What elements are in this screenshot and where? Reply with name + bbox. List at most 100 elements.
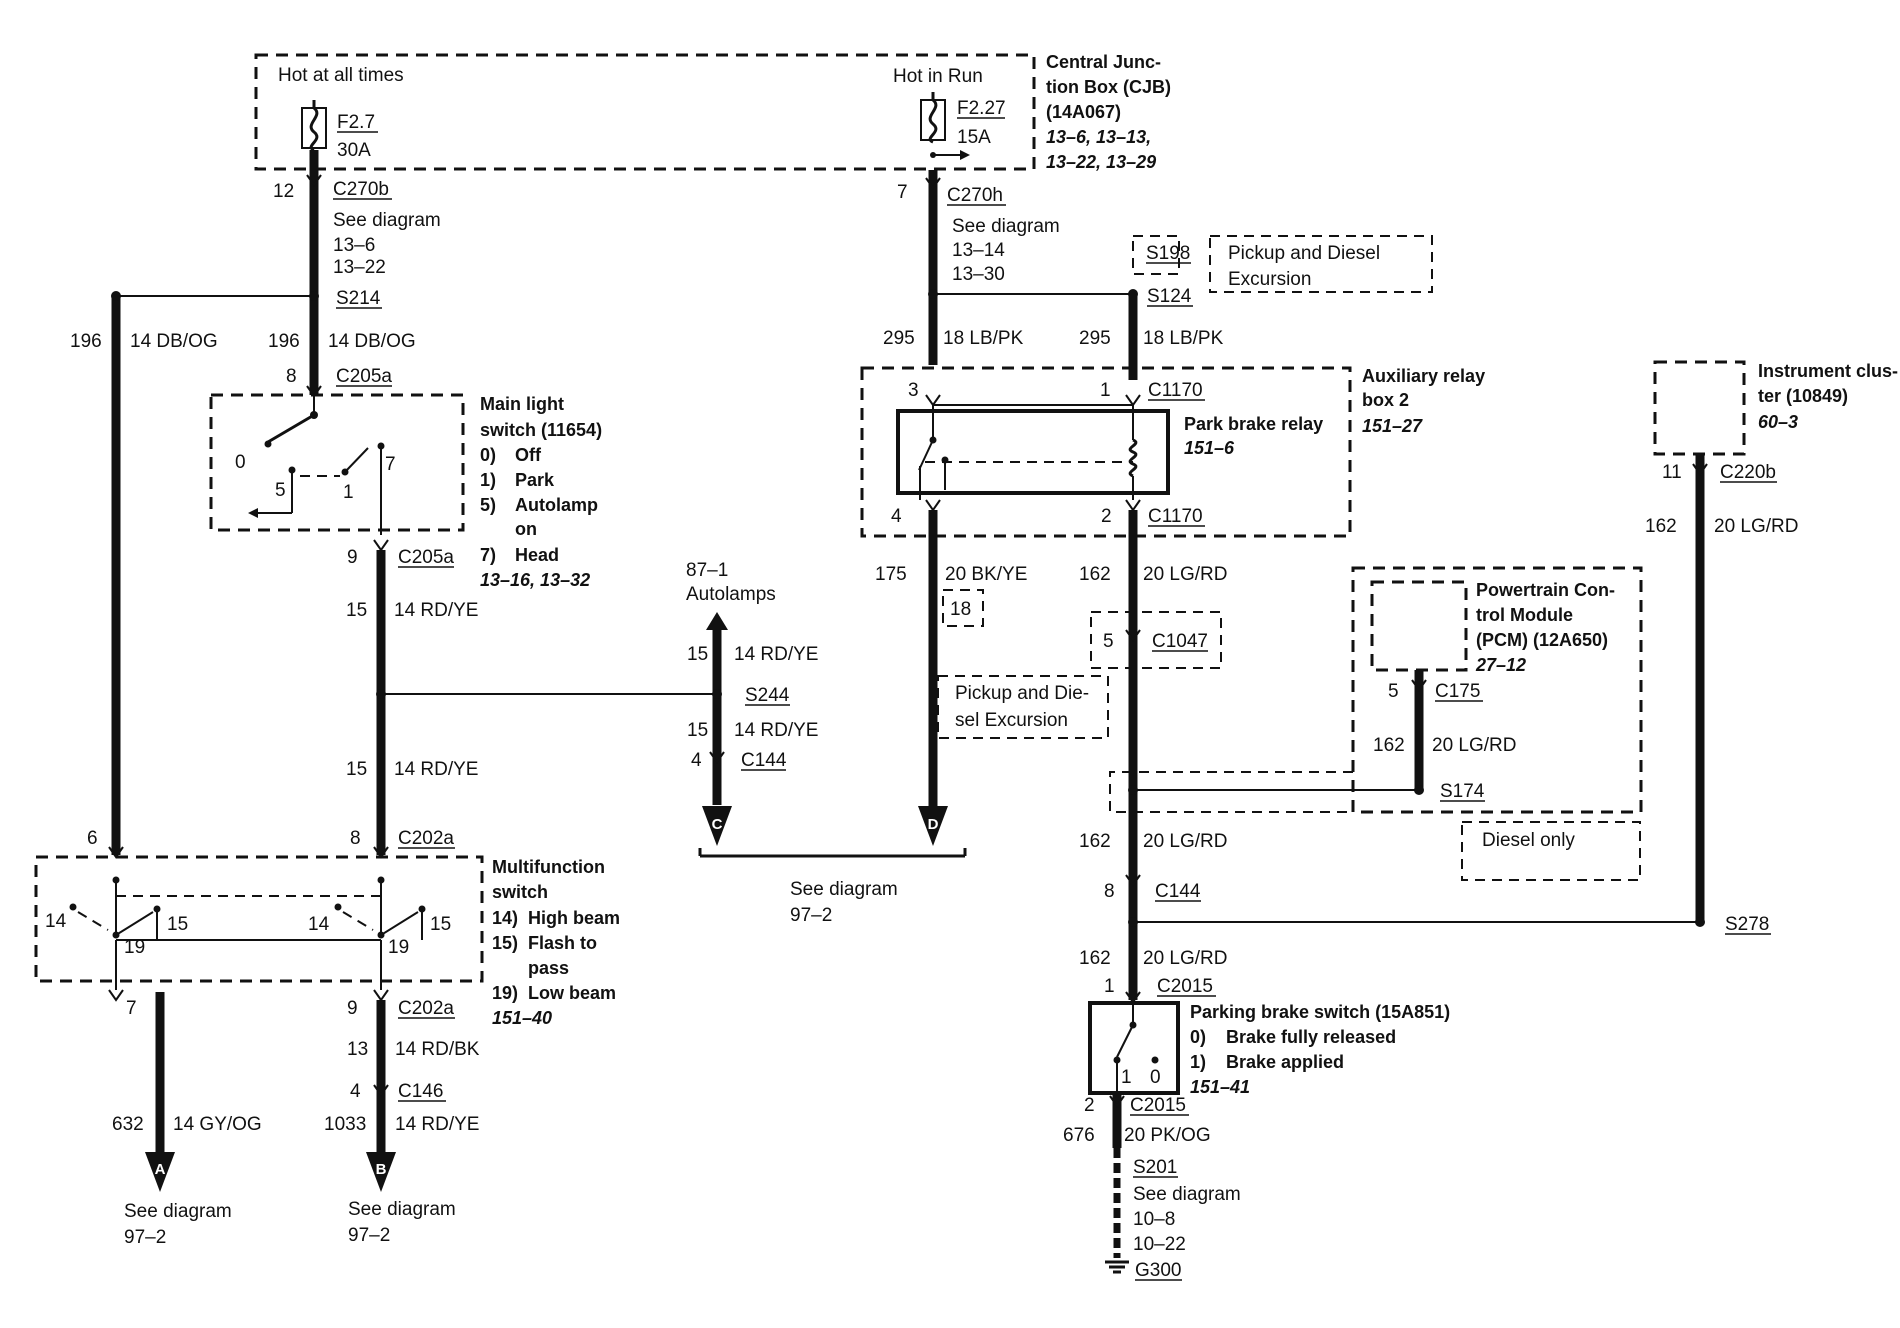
aux-box-ref: 151–27 <box>1362 416 1423 436</box>
lg-rd-circuit: 162 20 LG/RD 5 C1047 162 20 LG/RD 8 C144… <box>1079 510 1700 1004</box>
c205a-top-pin: 8 <box>286 366 297 387</box>
cjb-ref-2: 13–22, 13–29 <box>1046 152 1156 172</box>
mf-pin-9: 9 <box>347 998 358 1019</box>
pb-title: Parking brake switch (15A851) <box>1190 1002 1450 1022</box>
aux-box-title-2: box 2 <box>1362 390 1409 410</box>
circuit-196-mid: 196 <box>268 331 300 352</box>
circuit-295-left: 295 <box>883 328 915 349</box>
mf-pin-7: 7 <box>126 998 137 1019</box>
mf-opt19-num: 19) <box>492 983 518 1003</box>
c270b-ref-1: 13–6 <box>333 235 375 256</box>
lgrd-circuit-3: 162 <box>1079 948 1111 969</box>
wire-bk-ye: 20 BK/YE <box>945 564 1027 585</box>
cluster-ref: 60–3 <box>1758 412 1798 432</box>
main-opt7: Head <box>515 545 559 565</box>
main-opt7-num: 7) <box>480 545 496 565</box>
c205a-bot-connector: C205a <box>398 547 454 568</box>
mf-opt15-num: 15) <box>492 933 518 953</box>
main-pos-7: 7 <box>385 454 396 475</box>
wire-lb-pk-left: 18 LB/PK <box>943 328 1024 349</box>
circuit-632: 632 <box>112 1114 144 1135</box>
main-light-ref: 13–16, 13–32 <box>480 570 590 590</box>
pcm-title-2: trol Module <box>1476 605 1573 625</box>
cluster-title-2: ter (10849) <box>1758 386 1848 406</box>
c2015-bot-connector: C2015 <box>1130 1095 1186 1116</box>
park-brake-relay <box>896 409 1170 495</box>
mf-pin-6: 6 <box>87 828 98 849</box>
circuit-676: 676 <box>1063 1125 1095 1146</box>
connector-c-letter: C <box>712 816 723 833</box>
c270h-see: See diagram <box>952 216 1060 237</box>
cd-see-diagram: See diagram 97–2 <box>698 848 967 926</box>
left-feed-circuit: 12 C270b See diagram 13–6 13–22 S214 196… <box>70 150 441 855</box>
c146-pin: 4 <box>350 1081 361 1102</box>
s201-splice: S201 <box>1133 1157 1177 1178</box>
wire-db-og-mid: 14 DB/OG <box>328 331 416 352</box>
autolamp-wire-1: 14 RD/YE <box>734 644 818 665</box>
c1170-bot-connector: C1170 <box>1148 506 1203 527</box>
c270h-pin: 7 <box>897 182 908 203</box>
fuse-f2-27-id: F2.27 <box>957 98 1006 119</box>
lgrd-circuit-2: 162 <box>1079 831 1111 852</box>
autolamps-branch: 87–1 Autolamps 15 14 RD/YE S244 15 14 RD… <box>686 560 818 846</box>
hot-at-all-times-label: Hot at all times <box>278 65 404 86</box>
mf-opt19: Low beam <box>528 983 616 1003</box>
connector-b-arrow-icon <box>366 1152 396 1192</box>
pb-pos-0: 0 <box>1150 1067 1161 1088</box>
pcm-ref: 27–12 <box>1475 655 1526 675</box>
circuit-15-a: 15 <box>346 600 367 621</box>
autolamp-label: Autolamps <box>686 584 776 605</box>
bk-ye-circuit: 175 20 BK/YE 18 Pickup and Die- sel Excu… <box>875 510 1109 846</box>
connector-a-arrow-icon <box>145 1152 175 1192</box>
mf-title-2: switch <box>492 882 548 902</box>
c175-connector: C175 <box>1435 681 1480 702</box>
out-b-see: See diagram <box>348 1199 456 1220</box>
circuit-295-right: 295 <box>1079 328 1111 349</box>
main-light-switch: 8 C205a 0 5 1 7 Main light switch (11654… <box>209 366 602 590</box>
c270h-ref-2: 13–30 <box>952 264 1005 285</box>
wire-gy-og: 14 GY/OG <box>173 1114 262 1135</box>
ground-icon <box>1105 1260 1129 1274</box>
mf-opt14: High beam <box>528 908 620 928</box>
bk-ye-pin-box: 18 <box>950 599 971 620</box>
pcm-circuit: 162 <box>1373 735 1405 756</box>
auxiliary-relay-box: 3 1 C1170 Park brake relay 151–6 Auxilia… <box>860 366 1485 538</box>
cjb-title-1: Central Junc- <box>1046 52 1161 72</box>
wire-db-og-left: 14 DB/OG <box>130 331 218 352</box>
mf-right-15: 15 <box>430 914 451 935</box>
c205a-bot-pin: 9 <box>347 547 358 568</box>
out-b-ref: 97–2 <box>348 1225 390 1246</box>
c1170-top-connector: C1170 <box>1148 380 1203 401</box>
mf-opt15b: pass <box>528 958 569 978</box>
c270h-connector: C270h <box>947 185 1003 206</box>
out-a-ref: 97–2 <box>124 1227 166 1248</box>
circuit-15-b: 15 <box>346 759 367 780</box>
lgrd-wire-2: 20 LG/RD <box>1143 831 1227 852</box>
wire-rd-bk: 14 RD/BK <box>395 1039 480 1060</box>
mf-left-19: 19 <box>124 937 145 958</box>
pb-opt1-num: 1) <box>1190 1052 1206 1072</box>
c144-right-connector: C144 <box>1155 881 1201 902</box>
relay-pin-3: 3 <box>908 380 919 401</box>
rd-ye-circuit: 15 14 RD/YE 15 14 RD/YE <box>346 550 717 855</box>
pickup-diesel-2: Excursion <box>1228 269 1311 290</box>
main-opt1: Park <box>515 470 555 490</box>
pickup-diesel-d-1: Pickup and Die- <box>955 683 1089 704</box>
main-opt0: Off <box>515 445 542 465</box>
pcm-title-1: Powertrain Con- <box>1476 580 1615 600</box>
wire-rd-ye-a: 14 RD/YE <box>394 600 478 621</box>
autolamp-circuit-2: 15 <box>687 720 708 741</box>
c2015-bot-pin: 2 <box>1084 1095 1095 1116</box>
cluster-wire: 20 LG/RD <box>1714 516 1798 537</box>
c144-left-connector: C144 <box>741 750 787 771</box>
diesel-only-label: Diesel only <box>1482 830 1575 851</box>
main-opt1-num: 1) <box>480 470 496 490</box>
c270h-ref-1: 13–14 <box>952 240 1005 261</box>
c2015-top-connector: C2015 <box>1157 976 1213 997</box>
arrow-right-icon <box>960 150 970 160</box>
arrow-up-icon <box>706 612 728 630</box>
circuit-175: 175 <box>875 564 907 585</box>
c2015-top-pin: 1 <box>1104 976 1115 997</box>
s201-see: See diagram <box>1133 1184 1241 1205</box>
